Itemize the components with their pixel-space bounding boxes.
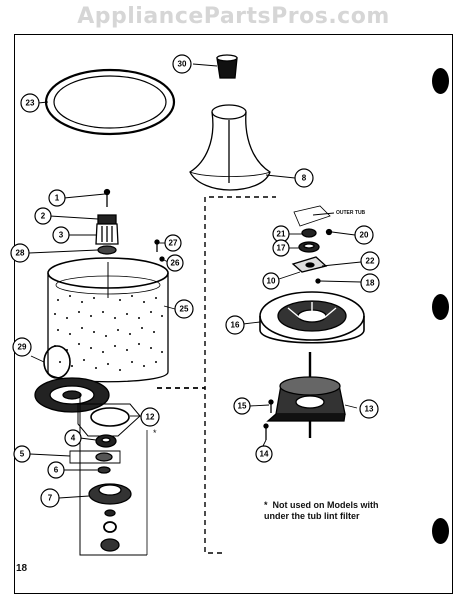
label-23: 23	[26, 99, 35, 108]
footnote: *Not used on Models with under the tub l…	[264, 500, 404, 522]
part-lint-filter	[34, 345, 110, 413]
part-transmission	[266, 352, 346, 438]
part-clip	[97, 466, 111, 474]
label-2: 2	[41, 212, 46, 221]
part-hub	[95, 214, 119, 255]
part-bracket-plate	[291, 256, 328, 284]
part-bearing	[95, 434, 117, 448]
part-pulley	[259, 291, 365, 344]
label-27: 27	[169, 239, 178, 248]
label-21: 21	[277, 230, 286, 239]
label-28: 28	[16, 249, 25, 258]
label-25: 25	[180, 305, 189, 314]
label-4: 4	[71, 434, 76, 443]
label-8: 8	[302, 174, 307, 183]
page-number: 18	[16, 563, 28, 574]
label-17: 17	[277, 244, 286, 253]
part-bolts	[263, 399, 274, 440]
label-30: 30	[178, 60, 187, 69]
watermark: AppliancePartsPros.com	[77, 4, 390, 29]
part-seal	[77, 403, 141, 437]
part-agitator	[189, 104, 271, 191]
label-12: 12	[146, 413, 155, 422]
label-20: 20	[360, 231, 369, 240]
part-washer	[69, 450, 121, 464]
label-1: 1	[55, 194, 60, 203]
page-frame	[14, 34, 453, 594]
label-16: 16	[231, 321, 240, 330]
footnote-text: Not used on Models with under the tub li…	[264, 500, 379, 521]
label-18: 18	[366, 279, 375, 288]
outer-tub-label: OUTER TUB	[336, 210, 366, 216]
footnote-marker: *	[264, 500, 268, 510]
label-26: 26	[171, 259, 180, 268]
part-mounting-hub	[88, 483, 132, 552]
part-agitator-cap	[216, 54, 238, 79]
label-14: 14	[260, 450, 269, 459]
binder-hole-bottom	[432, 518, 449, 544]
label-22: 22	[366, 257, 375, 266]
binder-hole-middle	[432, 294, 449, 320]
label-29: 29	[18, 343, 27, 352]
label-10: 10	[267, 277, 276, 286]
binder-hole-top	[432, 68, 449, 94]
part-nut-assembly	[293, 205, 331, 253]
part-screw	[103, 188, 111, 207]
label-5: 5	[20, 450, 25, 459]
label-15: 15	[238, 402, 247, 411]
part-tub-ring	[44, 68, 176, 136]
label-13: 13	[365, 405, 374, 414]
part-set-screw	[325, 228, 333, 236]
part-small-screws	[154, 239, 165, 262]
asterisk-marker: *	[153, 428, 157, 438]
label-3: 3	[59, 231, 64, 240]
label-7: 7	[48, 494, 53, 503]
label-6: 6	[54, 466, 59, 475]
